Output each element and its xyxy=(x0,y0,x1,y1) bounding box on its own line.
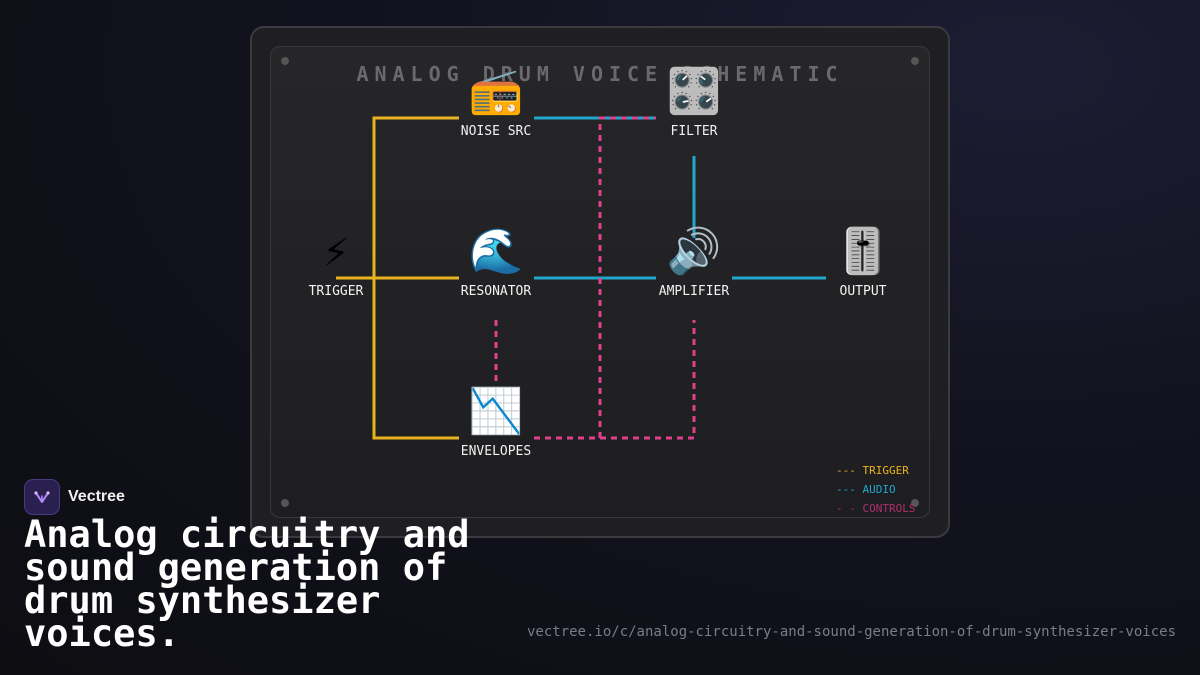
speaker-icon: 🔊 xyxy=(666,226,722,277)
node-label: NOISE SRC xyxy=(460,124,532,139)
node-envelopes: 📉 ENVELOPES xyxy=(436,386,556,459)
level-slider-icon: 🎚️ xyxy=(835,226,891,277)
node-label: TRIGGER xyxy=(308,284,364,299)
wire-trigger-bus xyxy=(372,116,459,440)
page-headline: Analog circuitry and sound generation of… xyxy=(24,513,470,655)
wire-envelopes-bus xyxy=(534,320,696,440)
node-label: OUTPUT xyxy=(839,284,887,299)
node-label: ENVELOPES xyxy=(460,444,532,459)
trigger-wires xyxy=(336,116,459,440)
lightning-icon: ⚡ xyxy=(322,226,350,277)
vectree-logo-icon xyxy=(24,479,60,515)
wave-icon: 🌊 xyxy=(468,226,524,277)
node-output: 🎚️ OUTPUT xyxy=(803,226,923,299)
chart-decreasing-icon: 📉 xyxy=(468,386,524,437)
control-knobs-icon: 🎛️ xyxy=(666,66,722,117)
legend-audio: --- AUDIO xyxy=(836,483,896,496)
legend: --- TRIGGER --- AUDIO - - CONTROLS xyxy=(836,461,915,518)
schematic-title: ANALOG DRUM VOICE SCHEMATIC xyxy=(356,62,844,86)
screw-top-left xyxy=(281,57,289,65)
node-amplifier: 🔊 AMPLIFIER xyxy=(634,226,754,299)
screw-top-right xyxy=(911,57,919,65)
brand-name: Vectree xyxy=(68,488,125,505)
legend-controls: - - CONTROLS xyxy=(836,502,916,515)
control-wires xyxy=(494,116,696,440)
radio-icon: 📻 xyxy=(468,66,524,117)
node-filter: 🎛️ FILTER xyxy=(634,66,754,139)
node-noise-src: 📻 NOISE SRC xyxy=(436,66,556,139)
screw-bottom-left xyxy=(281,499,289,507)
node-label: AMPLIFIER xyxy=(658,284,730,299)
legend-trigger: --- TRIGGER xyxy=(836,464,909,477)
screw-bottom-right xyxy=(911,499,919,507)
brand: Vectree xyxy=(24,479,125,515)
node-resonator: 🌊 RESONATOR xyxy=(436,226,556,299)
page-url: vectree.io/c/analog-circuitry-and-sound-… xyxy=(526,624,1176,640)
node-label: RESONATOR xyxy=(460,284,532,299)
node-label: FILTER xyxy=(670,124,718,139)
node-trigger: ⚡ TRIGGER xyxy=(276,226,396,299)
wire-envelopes-to-filter xyxy=(598,116,656,438)
